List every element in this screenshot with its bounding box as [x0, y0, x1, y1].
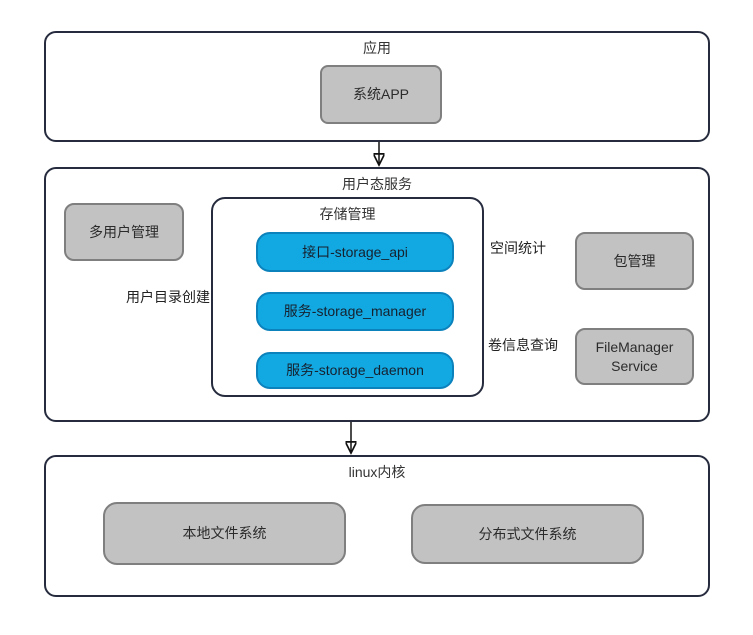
edge-label-user-dir-create: 用户目录创建 — [126, 289, 210, 305]
layer-user-services-container: 用户态服务 多用户管理 存储管理 接口-storage_api 服务-stora… — [44, 167, 710, 422]
layer-user-services-title: 用户态服务 — [342, 176, 412, 192]
layer-kernel-title: linux内核 — [348, 464, 406, 480]
layer-app-title: 应用 — [363, 40, 391, 56]
layer-app-container: 应用 系统APP — [44, 31, 710, 142]
storage-group-container: 存储管理 接口-storage_api 服务-storage_manager 服… — [211, 197, 484, 397]
edge-label-space-stats: 空间统计 — [490, 240, 546, 256]
node-distributed-filesystem: 分布式文件系统 — [411, 504, 644, 564]
node-storage-manager: 服务-storage_manager — [256, 292, 454, 331]
layer-kernel-container: linux内核 本地文件系统 分布式文件系统 — [44, 455, 710, 597]
edge-label-volume-info: 卷信息查询 — [488, 337, 558, 353]
node-storage-daemon: 服务-storage_daemon — [256, 352, 454, 389]
node-storage-api: 接口-storage_api — [256, 232, 454, 272]
node-multi-user-management: 多用户管理 — [64, 203, 184, 261]
node-local-filesystem: 本地文件系统 — [103, 502, 346, 565]
node-package-management: 包管理 — [575, 232, 694, 290]
node-filemanager-service: FileManager Service — [575, 328, 694, 385]
node-system-app: 系统APP — [320, 65, 442, 124]
storage-group-title: 存储管理 — [319, 206, 376, 222]
